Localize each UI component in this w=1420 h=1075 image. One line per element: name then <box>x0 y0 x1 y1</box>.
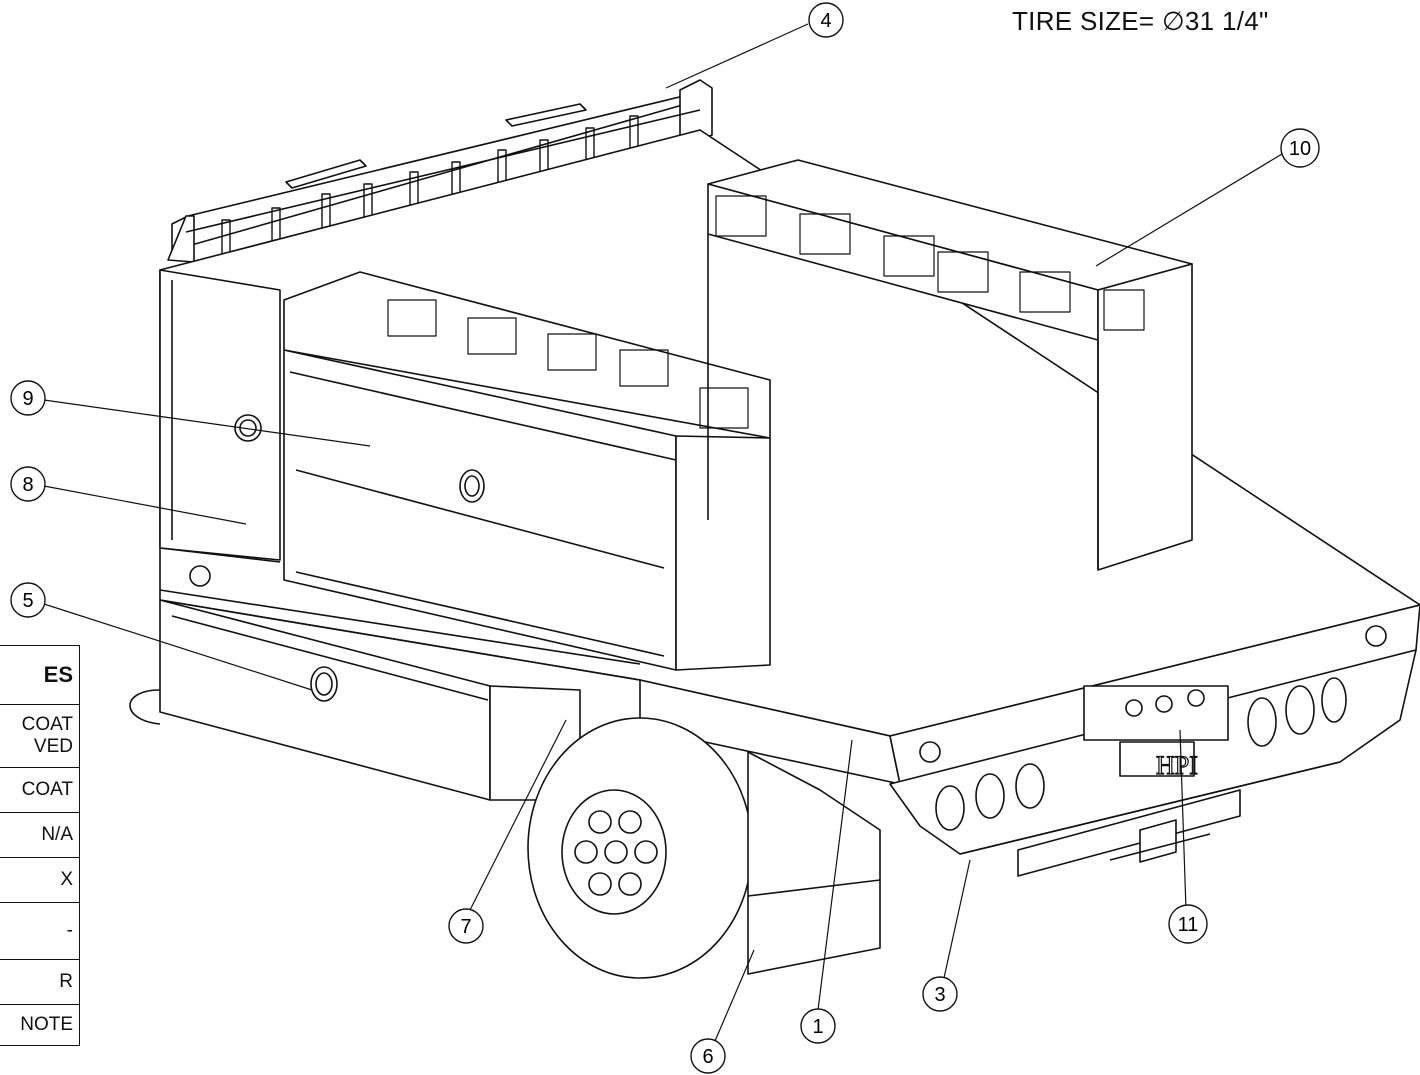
balloon-5: 5 <box>10 582 46 618</box>
notes-row: X <box>0 857 80 903</box>
rear-bumper <box>889 625 1417 855</box>
notes-row: COAT <box>0 767 80 813</box>
balloon-6-label: 6 <box>702 1046 713 1068</box>
notes-row: N/A <box>0 812 80 858</box>
balloon-7-label: 7 <box>460 916 471 938</box>
leader-lines <box>43 23 1283 1049</box>
mid-toolbox <box>283 271 771 671</box>
balloon-9: 9 <box>10 380 46 416</box>
diameter-symbol: ∅ <box>1161 7 1185 37</box>
hitch <box>1017 789 1241 877</box>
balloon-3-label: 3 <box>934 984 945 1006</box>
tire-size-label: TIRE SIZE= <box>1012 6 1155 36</box>
notes-row: NOTE <box>0 1004 80 1046</box>
balloon-10-label: 10 <box>1289 138 1311 160</box>
rear-wheel <box>527 717 753 979</box>
balloon-1: 1 <box>800 1008 836 1044</box>
balloon-7: 7 <box>448 908 484 944</box>
balloon-4: 4 <box>808 2 844 38</box>
plate-text: HPI <box>1156 751 1198 780</box>
balloon-5-label: 5 <box>22 590 33 612</box>
balloon-4-label: 4 <box>820 10 831 32</box>
balloon-10: 10 <box>1280 128 1320 168</box>
balloon-11: 11 <box>1168 904 1208 944</box>
rear-box <box>707 159 1193 571</box>
balloon-9-label: 9 <box>22 388 33 410</box>
balloon-8-label: 8 <box>22 474 33 496</box>
notes-header: ES <box>0 645 80 705</box>
balloon-6: 6 <box>690 1038 726 1074</box>
balloon-1-label: 1 <box>812 1016 823 1038</box>
balloon-callouts: 4 10 9 8 5 7 6 1 <box>10 2 1320 1074</box>
balloon-3: 3 <box>922 976 958 1012</box>
tire-size-value: 31 1/4" <box>1184 6 1269 36</box>
headache-rack <box>167 79 713 263</box>
balloon-8: 8 <box>10 466 46 502</box>
balloon-11-label: 11 <box>1178 914 1199 936</box>
front-compartment <box>159 269 641 665</box>
notes-row: - <box>0 902 80 960</box>
mudflap <box>747 751 881 975</box>
notes-row: R <box>0 959 80 1005</box>
tire-size-note: TIRE SIZE= ∅31 1/4" <box>1012 6 1269 37</box>
